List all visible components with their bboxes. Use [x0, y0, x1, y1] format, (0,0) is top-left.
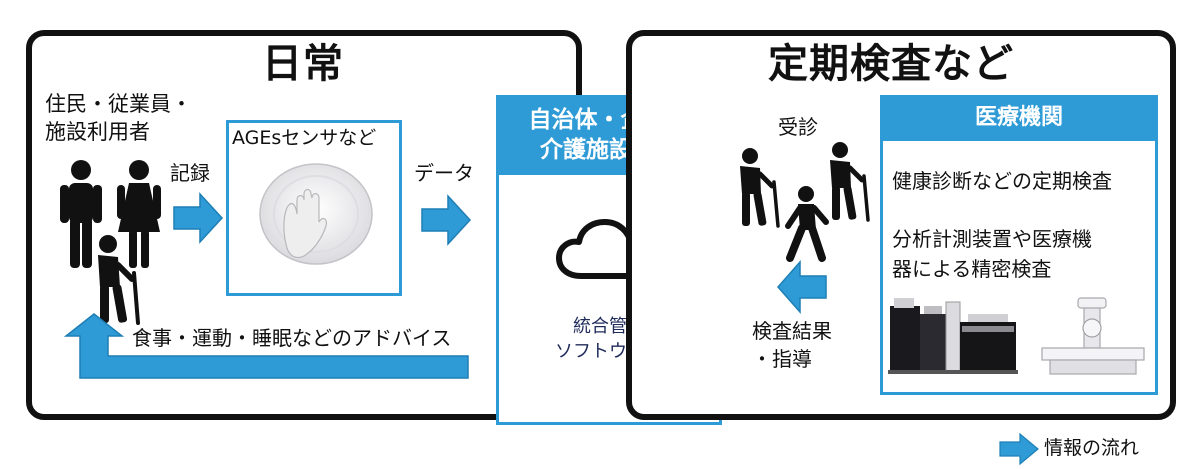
walking-patient-icon [785, 186, 829, 262]
result-label-line1: 検査結果 [752, 319, 832, 343]
checkup-item1: 健康診断などの定期検査 [892, 169, 1112, 193]
residents-label-line2: 施設利用者 [45, 120, 150, 144]
checkup-item2-line1: 分析計測装置や医療機 [892, 227, 1092, 251]
elderly-patient-icon [740, 148, 780, 228]
legend-label: 情報の流れ [1044, 437, 1140, 459]
record-label: 記録 [170, 161, 210, 185]
elderly-patient-2-icon [830, 142, 870, 222]
checkup-title: 定期検査など [768, 41, 1014, 87]
record-arrow-icon [173, 192, 224, 244]
advice-arrow-icon [63, 313, 469, 379]
woman-icon [117, 160, 161, 268]
legend-arrow-icon [999, 432, 1039, 466]
elderly-person-icon [98, 235, 140, 325]
result-label-line2: ・指導 [752, 347, 812, 371]
checkup-item2-line2: 器による精密検査 [892, 257, 1052, 281]
analysis-instrument-icon [888, 298, 1018, 374]
consult-label: 受診 [778, 115, 818, 139]
residents-label-line1: 住民・従業員・ [45, 92, 192, 116]
result-arrow-icon [777, 260, 827, 314]
medical-imaging-device-icon [1041, 297, 1145, 375]
medical-header: 医療機関 [880, 95, 1158, 141]
advice-label: 食事・運動・睡眠などのアドバイス [132, 326, 452, 350]
man-icon [60, 160, 102, 268]
daily-title: 日常 [262, 41, 344, 87]
sensor-label: AGEsセンサなど [232, 127, 377, 149]
data-arrow-icon [421, 194, 472, 246]
ages-sensor-device-icon [259, 163, 373, 265]
data-label: データ [414, 161, 474, 185]
